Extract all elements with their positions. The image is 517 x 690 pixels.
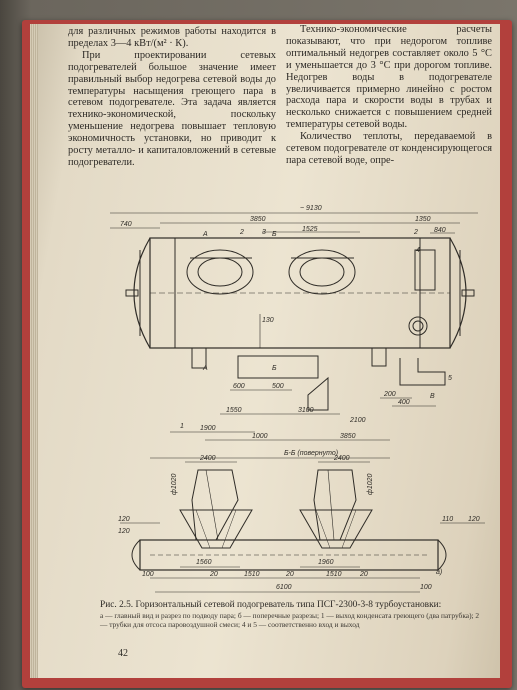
dimension-label: 1000 bbox=[252, 433, 268, 440]
dimension-label: 130 bbox=[262, 317, 274, 324]
dimension-label: 740 bbox=[120, 221, 132, 228]
dimension-label: 120 bbox=[468, 516, 480, 523]
book-page bbox=[30, 24, 500, 678]
dimension-label: 600 bbox=[233, 383, 245, 390]
part-number: 2 bbox=[413, 229, 418, 236]
dimension-label: 120 bbox=[118, 516, 130, 523]
part-number: 2 bbox=[239, 229, 244, 236]
dimension-label: 20 bbox=[209, 571, 218, 578]
section-label: А bbox=[202, 365, 208, 372]
dimension-label: 1960 bbox=[318, 559, 334, 566]
bottom-view-drawing bbox=[120, 457, 485, 593]
section-label: А bbox=[202, 231, 208, 238]
figure-caption: Рис. 2.5. Горизонтальный сетевой подогре… bbox=[100, 600, 488, 629]
part-number: 3 bbox=[262, 229, 266, 236]
dimension-label: 2400 bbox=[199, 455, 216, 462]
dimension-label: 500 bbox=[272, 383, 284, 390]
dimension-label: 6100 bbox=[276, 584, 292, 591]
caption-details: а — главный вид и разрез по подводу пара… bbox=[100, 611, 480, 629]
section-label: Б bbox=[272, 231, 277, 238]
subfigure-label: а) bbox=[436, 569, 442, 576]
page-number: 42 bbox=[118, 648, 128, 659]
part-number: 4 bbox=[416, 247, 420, 254]
dimension-label: 3850 bbox=[340, 433, 356, 440]
dimension-label: 3100 bbox=[298, 407, 314, 414]
dimension-label: 3850 bbox=[250, 216, 266, 223]
dimension-label: 20 bbox=[359, 571, 368, 578]
top-view-labels: ~ 9130 740 3850 1525 1350 840 130 600 50… bbox=[120, 205, 452, 440]
section-label: Б bbox=[272, 365, 277, 372]
dimension-label: ф1020 bbox=[171, 473, 178, 495]
left-text-column: для различных режимов работы находится в… bbox=[68, 26, 276, 169]
dimension-label: 120 bbox=[118, 528, 130, 535]
dimension-label: 1510 bbox=[326, 571, 342, 578]
dimension-label: 20 bbox=[285, 571, 294, 578]
dimension-label: 2100 bbox=[349, 417, 366, 424]
dimension-label: 1350 bbox=[415, 216, 431, 223]
dimension-label: 840 bbox=[434, 227, 446, 234]
dimension-label: 100 bbox=[142, 571, 154, 578]
section-title: Б-Б (повернуто) bbox=[284, 450, 338, 457]
dimension-label: 100 bbox=[420, 584, 432, 591]
dimension-label: ~ 9130 bbox=[300, 205, 322, 212]
right-text-column: Технико-экономические расчеты показывают… bbox=[286, 24, 492, 167]
dimension-label: 110 bbox=[442, 516, 453, 523]
dimension-label: 1560 bbox=[196, 559, 212, 566]
part-number: 1 bbox=[180, 423, 184, 430]
dimension-label: 1550 bbox=[226, 407, 242, 414]
page-edges bbox=[30, 24, 38, 678]
left-paragraph-2: При проектировании сетевых подогревателе… bbox=[68, 49, 276, 168]
dimension-label: 400 bbox=[398, 399, 410, 406]
dimension-label: 1900 bbox=[200, 425, 216, 432]
dimension-label: 1510 bbox=[244, 571, 260, 578]
dimension-label: ф1020 bbox=[367, 473, 374, 495]
right-paragraph-1: Технико-экономические расчеты показывают… bbox=[286, 24, 492, 131]
part-number: 5 bbox=[448, 375, 452, 382]
right-paragraph-2: Количество теплоты, передаваемой в сетев… bbox=[286, 131, 492, 166]
caption-title: Рис. 2.5. Горизонтальный сетевой подогре… bbox=[100, 600, 442, 610]
dimension-label: 1525 bbox=[302, 226, 318, 233]
section-label: В bbox=[430, 393, 435, 400]
bottom-view-labels: Б-Б (повернуто) 2400 2400 ф1020 ф1020 12… bbox=[118, 450, 480, 591]
left-paragraph-1: для различных режимов работы находится в… bbox=[68, 26, 276, 49]
dimension-label: 200 bbox=[383, 391, 396, 398]
dimension-label: 2400 bbox=[333, 455, 350, 462]
top-view-drawing bbox=[110, 212, 478, 441]
